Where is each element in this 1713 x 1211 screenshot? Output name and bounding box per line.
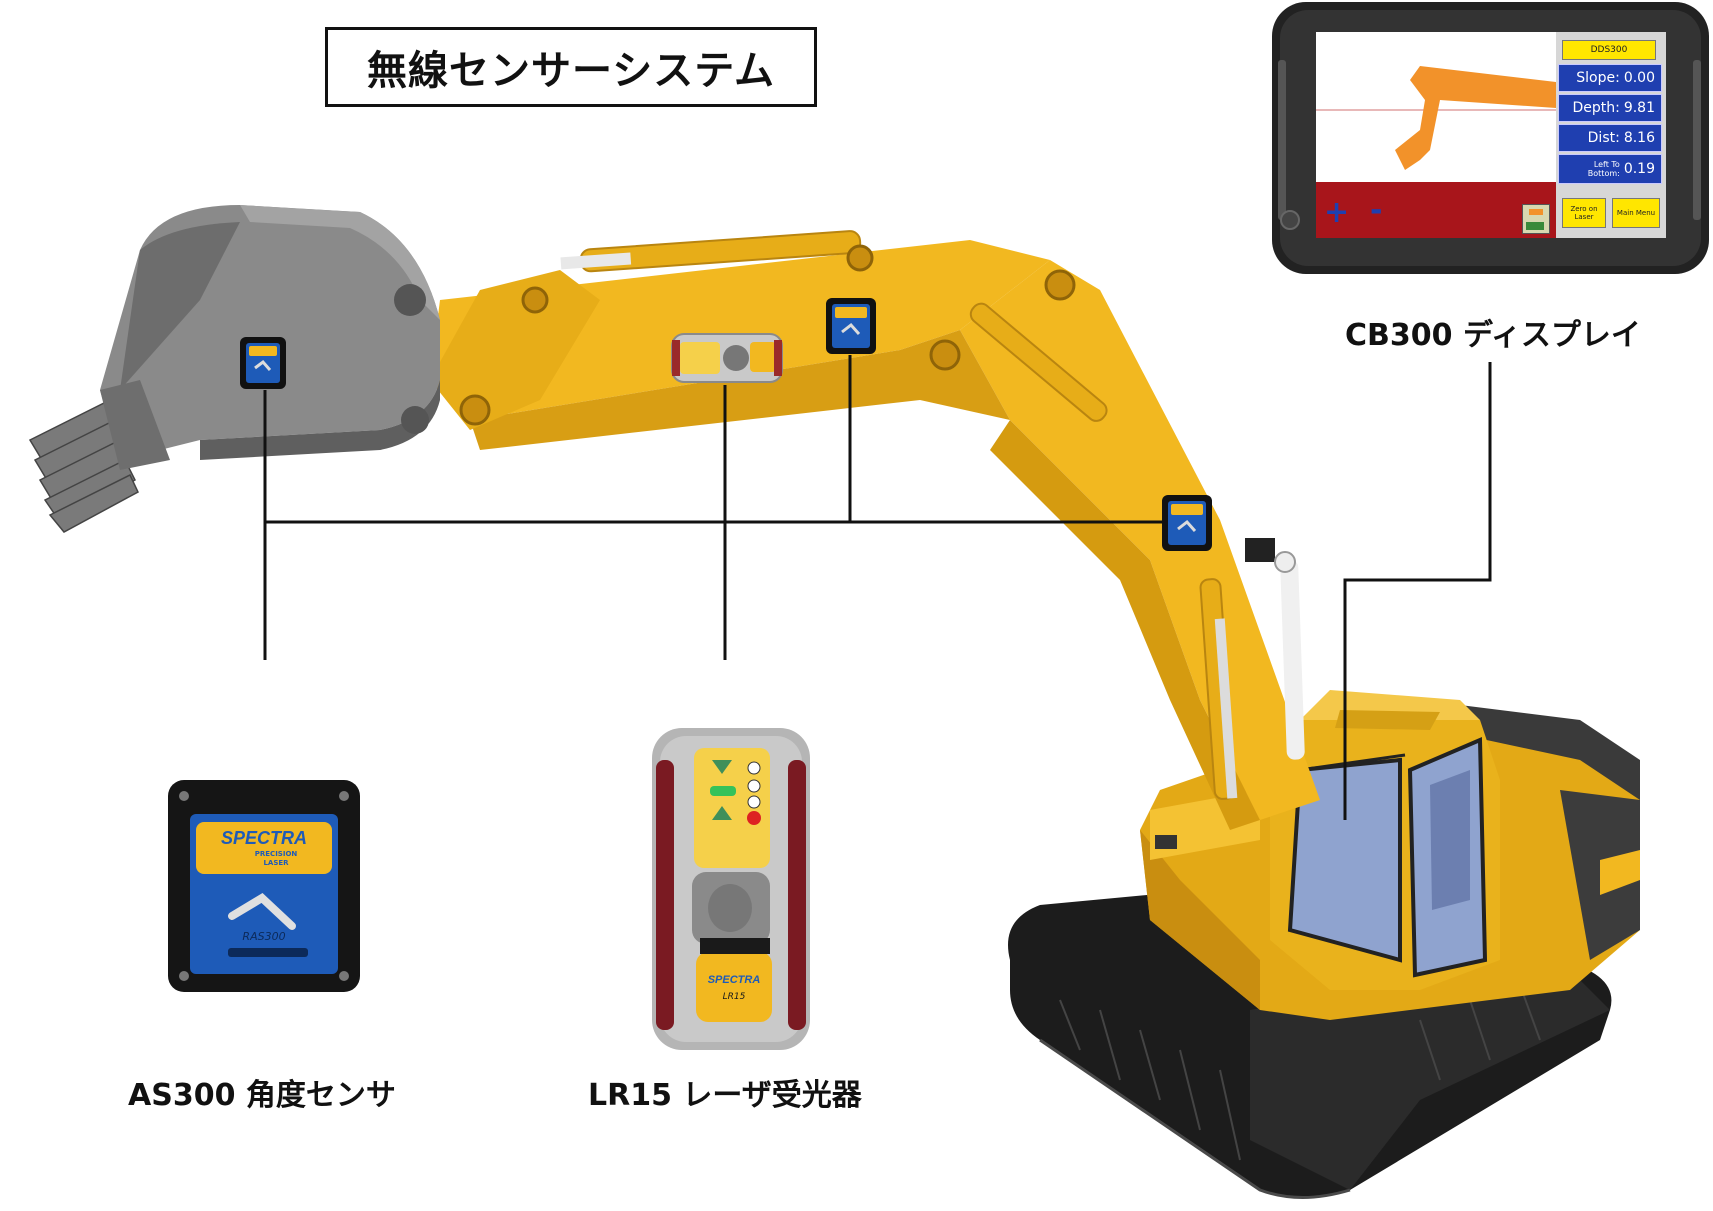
display-left-to-row: Left To Bottom: 0.19 <box>1558 154 1662 184</box>
main-menu-label: Main Menu <box>1616 209 1656 217</box>
display-slope-label: Slope: <box>1576 70 1620 86</box>
lr15-device-image <box>652 728 810 1050</box>
display-left-to-line2: Bottom: <box>1587 169 1620 178</box>
display-slope-value: 0.00 <box>1623 70 1655 86</box>
as300-sub1: PRECISION <box>254 850 298 858</box>
laser-receiver-on-stick <box>671 333 783 383</box>
display-depth-value: 9.81 <box>1623 100 1655 116</box>
display-model: DDS300 <box>1590 45 1628 55</box>
display-depth-row: Depth: 9.81 <box>1558 94 1662 122</box>
lr15-brand: SPECTRA <box>707 974 761 986</box>
excavator-cab <box>1270 690 1500 990</box>
plus-button[interactable]: + <box>1324 195 1350 230</box>
display-dist-value: 8.16 <box>1623 130 1655 146</box>
as300-sub2: LASER <box>263 859 289 867</box>
as300-device-image <box>168 780 360 992</box>
label-cb300-display: CB300 ディスプレイ <box>1345 318 1641 353</box>
display-screen: DDS300 Slope: 0.00 Depth: 9.81 Dist: 8.1… <box>1316 32 1666 238</box>
display-dist-label: Dist: <box>1587 130 1620 146</box>
excavator-bucket <box>28 205 440 533</box>
label-as300-sensor: AS300 角度センサ <box>128 1078 396 1113</box>
as300-model: RAS300 <box>242 930 286 943</box>
as300-brand: SPECTRA <box>220 828 307 848</box>
sensor-stick <box>826 298 876 354</box>
excavator-boom <box>430 230 1320 830</box>
as300-face: SPECTRA PRECISION LASER RAS300 <box>196 822 332 972</box>
excavator <box>28 205 1640 1199</box>
main-menu-button[interactable]: Main Menu <box>1612 198 1660 228</box>
lr15-model: LR15 <box>722 992 746 1002</box>
display-depth-label: Depth: <box>1572 100 1620 116</box>
title-box: 無線センサーシステム <box>325 27 817 107</box>
connector-lines <box>263 355 1492 820</box>
zero-on-laser-line2: Laser <box>1574 213 1594 221</box>
display-left-to-label: Left To Bottom: <box>1588 160 1620 178</box>
label-lr15-receiver: LR15 レーザ受光器 <box>588 1078 862 1113</box>
sensor-boom <box>1162 495 1212 551</box>
display-model-badge: DDS300 <box>1562 40 1656 60</box>
minus-button[interactable]: - <box>1370 193 1383 228</box>
page-title: 無線センサーシステム <box>367 48 775 94</box>
display-left-to-value: 0.19 <box>1623 161 1655 177</box>
lr15-face: SPECTRA LR15 <box>696 952 772 1022</box>
display-dist-row: Dist: 8.16 <box>1558 124 1662 152</box>
sensor-bucket <box>240 337 286 389</box>
zero-on-laser-line1: Zero on <box>1570 205 1598 213</box>
display-left-to-line1: Left To <box>1593 160 1620 169</box>
zero-on-laser-button[interactable]: Zero on Laser <box>1562 198 1606 228</box>
display-slope-row: Slope: 0.00 <box>1558 64 1662 92</box>
excavator-mode-icon[interactable] <box>1522 204 1550 234</box>
